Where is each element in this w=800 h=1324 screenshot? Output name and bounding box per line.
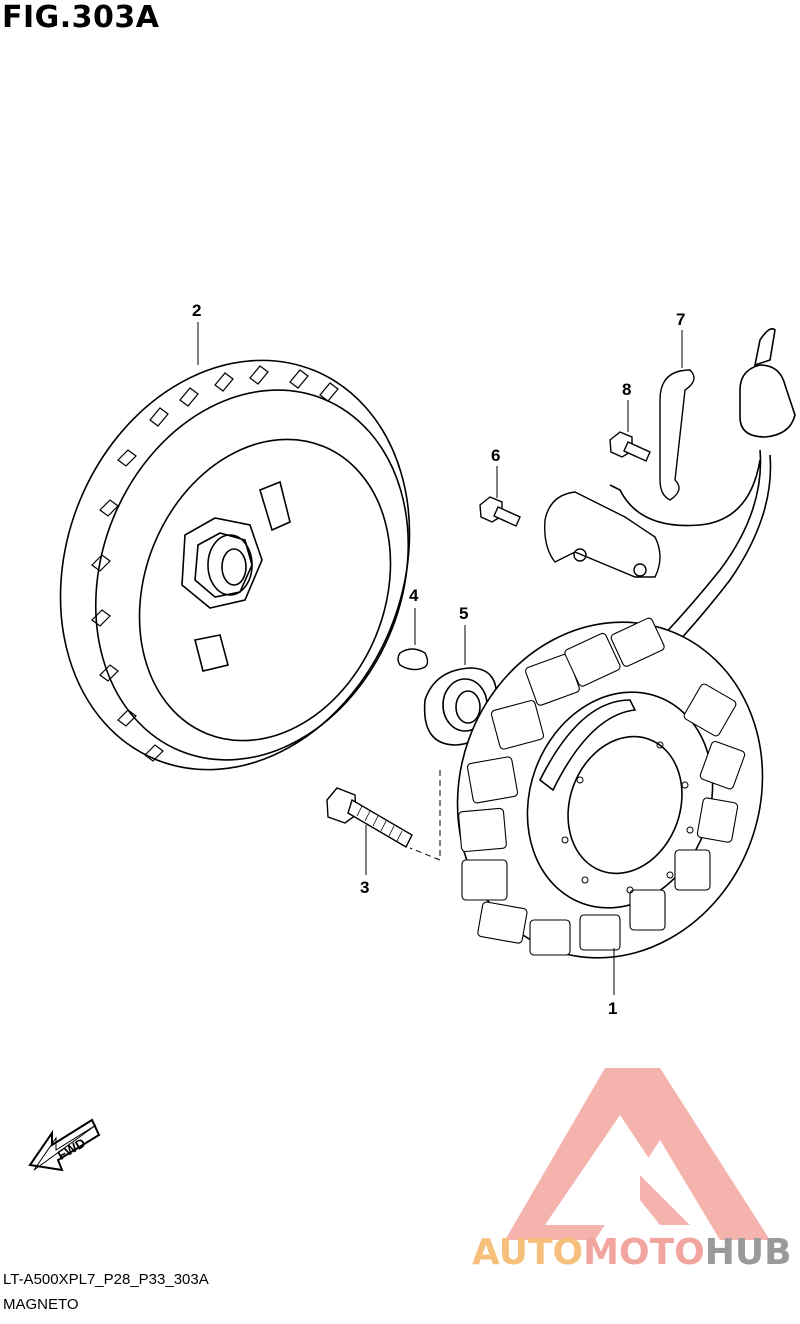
watermark-moto: MOTO xyxy=(583,1232,705,1273)
figure-code: LT-A500XPL7_P28_P33_303A xyxy=(3,1271,209,1288)
bolt-8-drawing xyxy=(609,431,651,462)
figure-title: FIG.303A xyxy=(2,0,160,35)
callout-2: 2 xyxy=(192,301,201,320)
callout-5: 5 xyxy=(459,604,468,623)
watermark-logo xyxy=(505,1068,770,1240)
bolt-3-guide-line xyxy=(409,770,441,861)
screw-6-drawing xyxy=(479,496,521,527)
fwd-arrow: FWD xyxy=(28,1118,101,1172)
callout-1: 1 xyxy=(608,999,617,1018)
callout-4: 4 xyxy=(409,586,419,605)
watermark-hub: HUB xyxy=(704,1232,792,1273)
rotor-drawing xyxy=(59,359,411,771)
stator-drawing xyxy=(456,617,764,959)
callout-7: 7 xyxy=(676,310,685,329)
bolt-3-drawing xyxy=(326,787,413,848)
key-drawing xyxy=(397,648,429,671)
watermark-text: AUTOMOTOHUB xyxy=(472,1232,792,1273)
watermark-auto: AUTO xyxy=(472,1232,584,1273)
leader-lines xyxy=(197,322,683,995)
callout-8: 8 xyxy=(622,380,631,399)
clamp-7-drawing xyxy=(659,369,695,501)
callout-3: 3 xyxy=(360,878,369,897)
callout-6: 6 xyxy=(491,446,500,465)
pickup-sensor-drawing xyxy=(544,491,661,578)
figure-name: MAGNETO xyxy=(3,1296,79,1313)
callout-labels: 1 2 3 4 5 6 7 8 xyxy=(192,301,685,1018)
